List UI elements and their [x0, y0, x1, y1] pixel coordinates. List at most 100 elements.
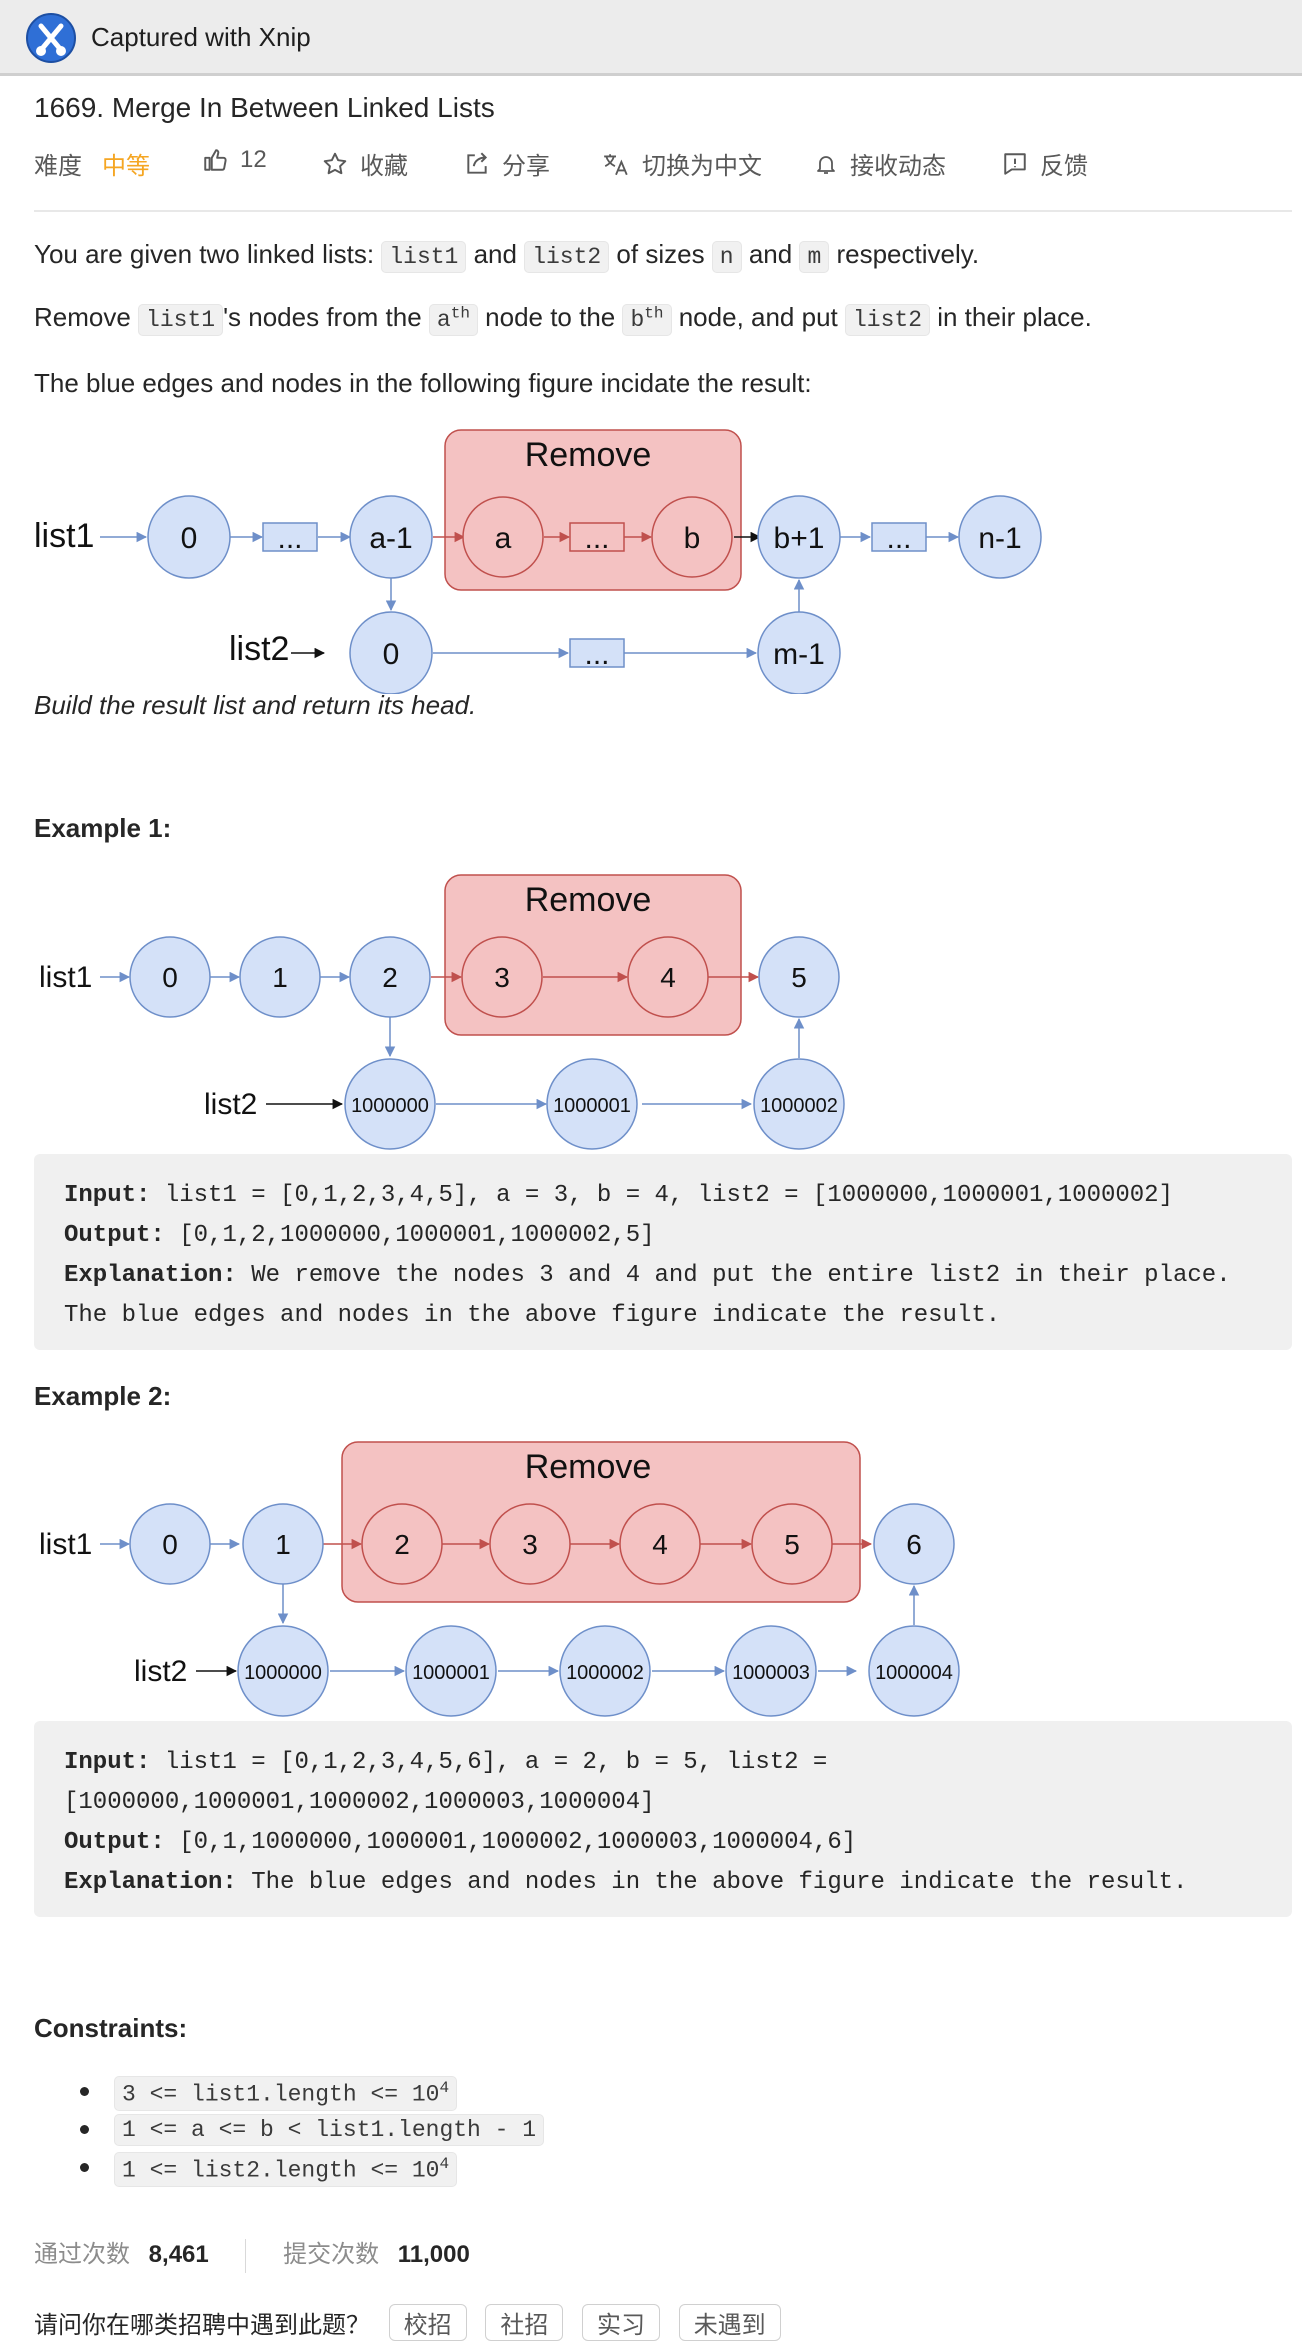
explanation-value: The blue edges and nodes in the above fi…	[236, 1869, 1188, 1896]
feedback-label: 反馈	[1040, 153, 1088, 180]
difficulty-value: 中等	[102, 153, 150, 180]
svg-text:4: 4	[652, 1529, 668, 1560]
constraint-text: 3 <= list1.length <= 10	[122, 2081, 440, 2108]
svg-text:6: 6	[906, 1529, 922, 1560]
node: 0	[349, 611, 433, 694]
list2-label: list2	[204, 1088, 257, 1121]
svg-text:1000002: 1000002	[760, 1095, 838, 1117]
output-value: [0,1,1000000,1000001,1000002,1000003,100…	[164, 1829, 857, 1856]
node: 5	[758, 936, 840, 1018]
input-label: Input:	[64, 1749, 151, 1776]
explanation-line-2: The blue edges and nodes in the above fi…	[64, 1302, 1001, 1329]
text: 's nodes from the	[223, 302, 429, 332]
node: 5	[751, 1503, 833, 1585]
like-count: 12	[240, 146, 267, 173]
svg-text:1: 1	[272, 962, 288, 993]
svg-text:2: 2	[382, 962, 398, 993]
svg-text:n-1: n-1	[978, 522, 1021, 555]
input-line-2: [1000000,1000001,1000002,1000003,1000004…	[64, 1789, 655, 1816]
remove-region	[341, 1441, 861, 1603]
svg-text:1000000: 1000000	[244, 1662, 322, 1684]
code-list2: list2	[524, 241, 610, 273]
svg-text:...: ...	[584, 638, 609, 671]
svg-text:1: 1	[275, 1529, 291, 1560]
node: 2	[361, 1503, 443, 1585]
tag-intern[interactable]: 实习	[582, 2304, 661, 2341]
node: 1000003	[725, 1625, 817, 1717]
svg-text:2: 2	[394, 1529, 410, 1560]
constraint-code: 1 <= list2.length <= 104	[114, 2152, 458, 2187]
node: 1000001	[546, 1058, 638, 1150]
svg-text:0: 0	[162, 1529, 178, 1560]
favorite-button[interactable]: 收藏	[322, 146, 408, 181]
input-label: Input:	[64, 1182, 151, 1209]
subscribe-button[interactable]: 接收动态	[814, 146, 946, 181]
output-label: Output:	[64, 1222, 165, 1249]
code-list2: list2	[844, 304, 930, 336]
feedback-icon	[1004, 152, 1026, 175]
node: m-1	[757, 611, 841, 694]
svg-text:0: 0	[383, 638, 400, 671]
favorite-label: 收藏	[360, 153, 408, 180]
node: 0	[129, 936, 211, 1018]
svg-text:0: 0	[181, 522, 198, 555]
feedback-button[interactable]: 反馈	[1002, 146, 1088, 181]
output-value: [0,1,2,1000000,1000001,1000002,5]	[164, 1222, 655, 1249]
description-paragraph-3: The blue edges and nodes in the followin…	[34, 368, 812, 398]
node: ...	[569, 522, 625, 555]
node: b	[651, 496, 733, 578]
stat-divider	[245, 2238, 247, 2273]
node: ...	[262, 522, 318, 555]
text: Remove	[34, 302, 139, 332]
list2-label: list2	[229, 630, 289, 668]
svg-text:5: 5	[791, 962, 807, 993]
svg-text:1000001: 1000001	[553, 1095, 631, 1117]
like-button[interactable]: 12	[202, 146, 267, 174]
constraint-text: 1 <= a <= b < list1.length - 1	[122, 2117, 537, 2143]
tag-not-seen[interactable]: 未遇到	[678, 2304, 781, 2341]
interview-question: 请问你在哪类招聘中遇到此题？ 校招 社招 实习 未遇到	[34, 2304, 781, 2341]
svg-text:4: 4	[660, 962, 676, 993]
node: ...	[569, 638, 625, 671]
code-b: b	[630, 307, 645, 333]
bullet	[80, 2125, 89, 2134]
code-b-th: bth	[622, 304, 672, 336]
text: and	[466, 239, 525, 269]
code-list1: list1	[138, 304, 224, 336]
explanation-line: Explanation: We remove the nodes 3 and 4…	[64, 1256, 1262, 1296]
output-line: Output: [0,1,2,1000000,1000001,1000002,5…	[64, 1216, 1262, 1256]
node: 1000000	[344, 1058, 436, 1150]
text: node to the	[477, 302, 623, 332]
remove-label: Remove	[525, 881, 652, 919]
svg-text:0: 0	[162, 962, 178, 993]
tag-social[interactable]: 社招	[485, 2304, 564, 2341]
input-line: Input: list1 = [0,1,2,3,4,5,6], a = 2, b…	[64, 1743, 1262, 1783]
node: a	[462, 496, 544, 578]
share-button[interactable]: 分享	[464, 146, 550, 181]
node: ...	[871, 522, 927, 555]
input-line: Input: list1 = [0,1,2,3,4,5], a = 3, b =…	[64, 1176, 1262, 1216]
svg-text:...: ...	[584, 522, 609, 555]
xnip-logo-icon	[26, 13, 76, 63]
example-2-box: Input: list1 = [0,1,2,3,4,5,6], a = 2, b…	[34, 1721, 1292, 1917]
superscript: th	[450, 304, 470, 323]
list1-label: list1	[39, 1528, 92, 1561]
node: 2	[349, 936, 431, 1018]
constraint-text: 1 <= list2.length <= 10	[122, 2157, 440, 2184]
node: n-1	[958, 495, 1042, 579]
tag-campus[interactable]: 校招	[388, 2304, 467, 2341]
description-paragraph-4: Build the result list and return its hea…	[34, 690, 477, 720]
svg-text:...: ...	[277, 522, 302, 555]
window-titlebar: Captured with Xnip	[0, 0, 1302, 76]
difficulty: 难度 中等	[34, 146, 150, 181]
svg-text:1000001: 1000001	[412, 1662, 490, 1684]
switch-language-button[interactable]: 切换为中文	[602, 146, 762, 181]
explanation-value: We remove the nodes 3 and 4 and put the …	[236, 1262, 1231, 1289]
share-icon	[467, 151, 488, 174]
example-1-box: Input: list1 = [0,1,2,3,4,5], a = 3, b =…	[34, 1154, 1292, 1350]
node: 0	[147, 495, 231, 579]
input-value: list1 = [0,1,2,3,4,5], a = 3, b = 4, lis…	[150, 1182, 1173, 1209]
constraint-code: 3 <= list1.length <= 104	[114, 2076, 458, 2111]
text: of sizes	[609, 239, 712, 269]
text: respectively.	[829, 239, 980, 269]
